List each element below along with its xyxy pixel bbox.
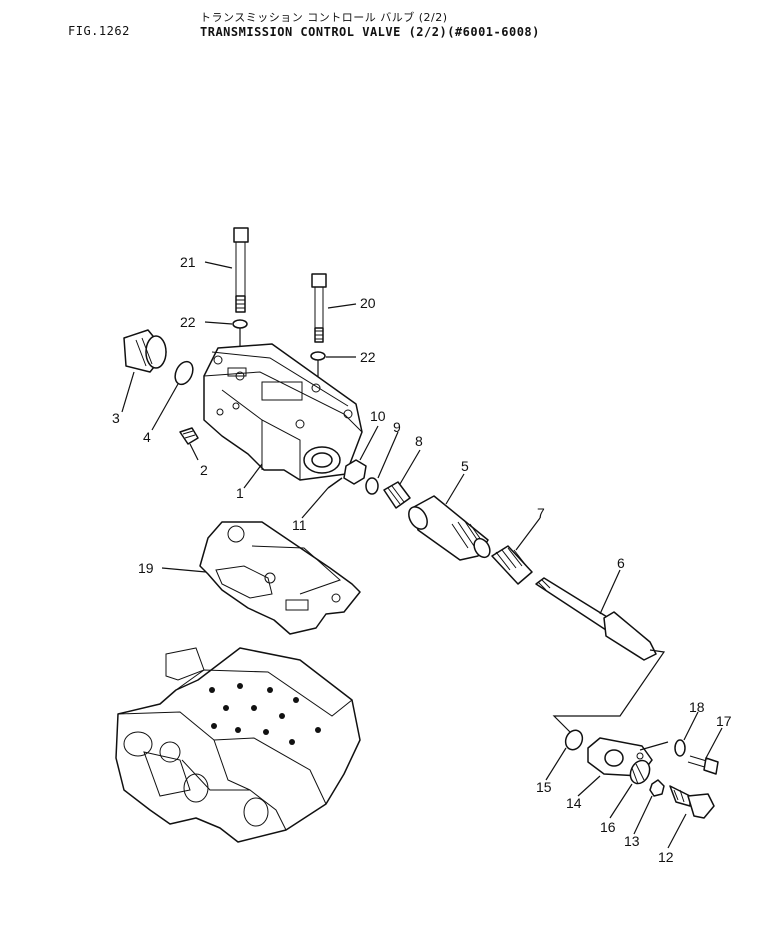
callout-22-a: 22 [180,314,196,330]
part-17-bolt [687,755,719,775]
part-22-washer-a [232,319,248,329]
callout-7: 7 [537,505,545,521]
part-20-bolt [311,273,327,343]
part-15-o-ring [564,729,584,751]
part-11-pin [327,477,343,489]
callout-18: 18 [689,699,705,715]
callout-9: 9 [393,419,401,435]
callout-10: 10 [370,408,386,424]
callout-20: 20 [360,295,376,311]
callout-2: 2 [200,462,208,478]
callout-17: 17 [716,713,732,729]
part-12-lever [669,785,715,819]
part-13-nut [649,779,665,797]
callout-1: 1 [236,485,244,501]
part-18-washer [674,739,686,757]
callout-4: 4 [143,429,151,445]
part-7-spring [491,545,533,585]
callout-15: 15 [536,779,552,795]
part-2-small-plug [179,427,199,445]
part-3-plug [123,329,167,373]
leader-lines [121,261,723,849]
part-6-rod [535,577,657,661]
callout-12: 12 [658,849,674,865]
part-22-washer-b [310,351,326,361]
part-16-bushing [629,759,651,785]
callout-3: 3 [112,410,120,426]
part-9-washer [365,477,379,495]
assembly-line [552,649,666,733]
assembly-line [639,741,669,751]
part-19-gasket [199,521,361,635]
transmission-housing [115,647,361,843]
callout-16: 16 [600,819,616,835]
callout-5: 5 [461,458,469,474]
part-1-valve-body [203,343,363,481]
leader-2 [189,443,199,461]
callout-22-b: 22 [360,349,376,365]
title-japanese: トランスミッション コントロール バルブ (2/2) [200,11,448,24]
part-21-bolt [233,227,249,313]
callout-21: 21 [180,254,196,270]
part-8-spring-seat [383,481,411,509]
part-10-nut [343,459,367,485]
callout-6: 6 [617,555,625,571]
part-4-o-ring [174,360,194,386]
figure-number: FIG.1262 [68,24,130,38]
callout-13: 13 [624,833,640,849]
callout-14: 14 [566,795,582,811]
callout-11: 11 [292,517,307,533]
callout-8: 8 [415,433,423,449]
part-5-spool [408,495,491,561]
callout-19: 19 [138,560,154,576]
title-english: TRANSMISSION CONTROL VALVE (2/2)(#6001-6… [200,25,540,39]
